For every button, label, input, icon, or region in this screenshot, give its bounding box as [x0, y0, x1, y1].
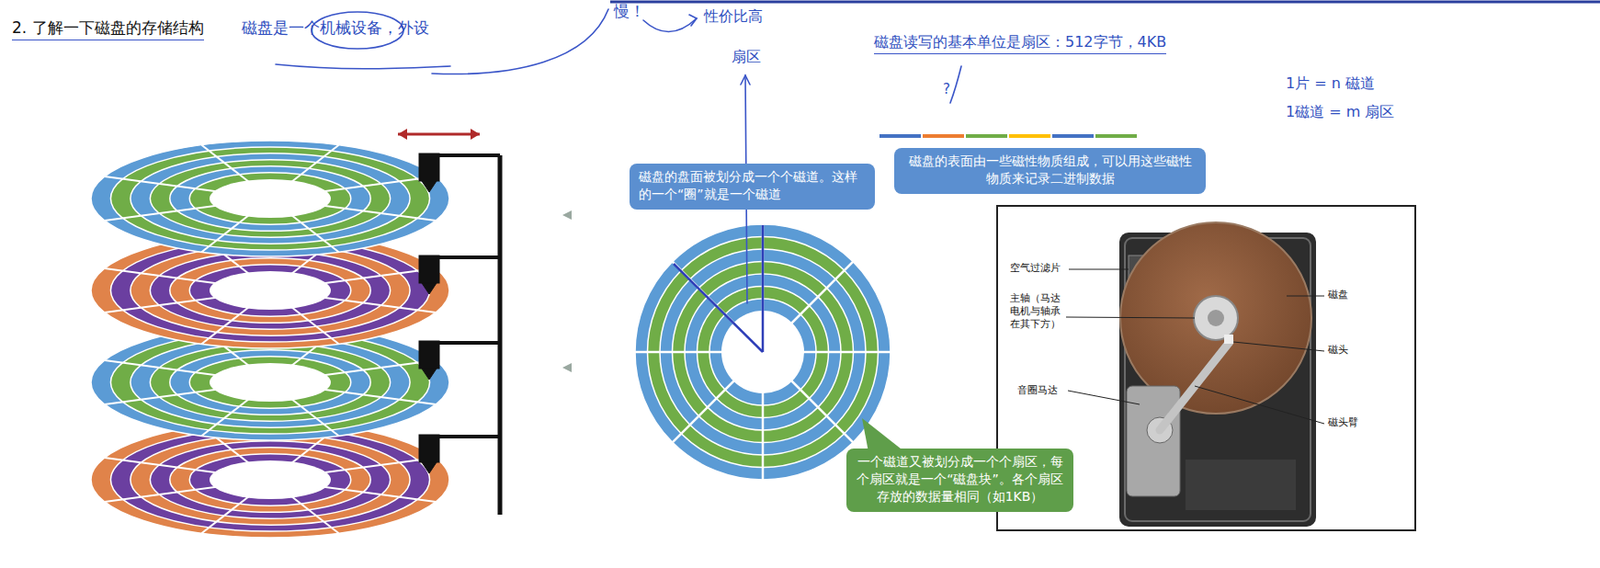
read-head	[419, 434, 440, 463]
track-ring	[149, 251, 390, 330]
callout-box: 磁盘的盘面被划分成一个个磁道。这样的一个“圈”就是一个磁道	[629, 163, 875, 210]
track-ring	[189, 453, 352, 507]
track-ring	[130, 337, 410, 428]
read-head	[421, 368, 437, 380]
sector-mark	[673, 263, 763, 352]
platter-stack	[90, 140, 450, 538]
color-bar	[879, 134, 1137, 138]
track-ring	[149, 441, 390, 519]
track-ring	[149, 159, 390, 238]
part-label: 音圈马达	[1017, 384, 1058, 398]
track-ring	[170, 166, 371, 232]
read-head	[419, 255, 440, 284]
callout-pointer	[862, 418, 906, 453]
heading: 2. 了解一下磁盘的存储结构	[11, 18, 205, 41]
note: 慢！	[613, 1, 646, 22]
callout-text: 磁盘的盘面被划分成一个个磁道。这样的一个“圈”就是一个磁道	[638, 168, 866, 204]
track-ring	[110, 428, 430, 532]
part-label: 磁头	[1327, 343, 1349, 357]
pointer-mark	[562, 210, 572, 220]
pointer-mark	[562, 363, 572, 373]
track-ring	[149, 343, 390, 421]
sector-mark	[761, 225, 765, 352]
track-ring	[170, 258, 371, 324]
note: 磁盘读写的基本单位是扇区：512字节，4KB	[873, 33, 1167, 55]
handwriting	[275, 9, 962, 304]
track-ring	[170, 350, 371, 416]
spindle-hole	[209, 460, 331, 500]
track-ring	[130, 245, 410, 336]
read-head	[421, 181, 437, 193]
top-rule	[610, 0, 1600, 4]
track-ring	[130, 153, 410, 244]
track-ring	[90, 140, 450, 257]
track-ring	[635, 224, 891, 480]
platter	[90, 140, 450, 257]
callout-box: 一个磁道又被划分成一个个扇区，每个扇区就是一个“磁盘块”。各个扇区存放的数据量相…	[846, 448, 1074, 512]
spindle-hole	[209, 271, 331, 310]
part-label: 空气过滤片	[1009, 261, 1061, 275]
spindle-hole	[209, 179, 331, 218]
track-ring	[189, 264, 352, 318]
head-assembly	[397, 128, 500, 515]
read-head	[419, 340, 440, 369]
sector-line	[761, 224, 765, 352]
read-head	[419, 153, 440, 182]
note: ?	[942, 80, 951, 99]
note: 1片 = n 磁道	[1285, 74, 1375, 93]
callout-text: 磁盘的表面由一些磁性物质组成，可以用这些磁性物质来记录二进制数据	[903, 152, 1197, 188]
sector-line	[672, 261, 763, 352]
note: 磁盘是一个机械设备，外设	[241, 18, 430, 38]
part-label: 磁盘	[1327, 288, 1349, 302]
read-head	[421, 283, 437, 295]
track-ring	[130, 434, 410, 525]
track-ring	[110, 147, 430, 250]
part-label: 主轴（马达电机与轴承在其下方）	[1009, 292, 1066, 330]
callout-box: 磁盘的表面由一些磁性物质组成，可以用这些磁性物质来记录二进制数据	[894, 147, 1206, 194]
note: 1磁道 = m 扇区	[1285, 102, 1395, 122]
part-label: 磁头臂	[1327, 416, 1359, 430]
track-ring	[189, 172, 352, 226]
track-disk	[635, 224, 891, 480]
note: 性价比高	[703, 7, 763, 26]
spindle-hole	[209, 363, 331, 402]
callout-text: 一个磁道又被划分成一个个扇区，每个扇区就是一个“磁盘块”。各个扇区存放的数据量相…	[855, 453, 1065, 506]
note: 扇区	[731, 47, 761, 67]
track-ring	[170, 447, 371, 513]
track-ring	[189, 356, 352, 409]
read-head	[421, 462, 437, 474]
